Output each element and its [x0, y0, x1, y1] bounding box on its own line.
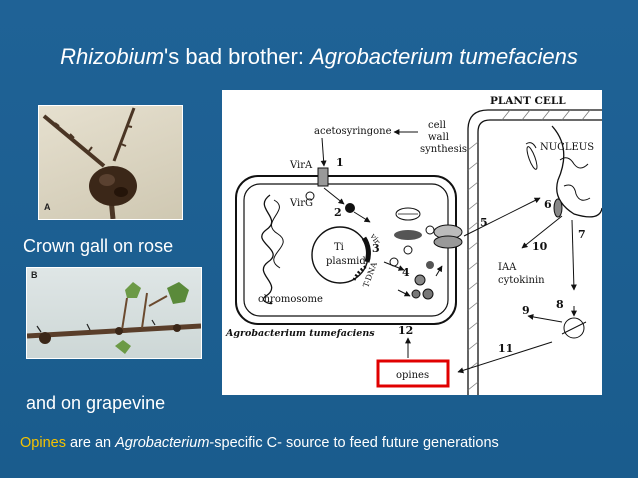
label-cell: cell [428, 120, 446, 131]
label-vira: VirA [289, 160, 313, 171]
label-plant-cell: PLANT CELL [490, 95, 566, 107]
photo-grapevine: B [26, 267, 202, 359]
photo-a-label: A [44, 202, 51, 212]
label-agrobacterium: Agrobacterium tumefaciens [225, 328, 375, 339]
step-3: 3 [372, 242, 380, 255]
rose-gall-illustration [42, 107, 137, 219]
label-synthesis: synthesis [420, 144, 467, 155]
grapevine-illustration [27, 282, 201, 354]
slide-title: Rhizobium's bad brother: Agrobacterium t… [0, 44, 638, 70]
step-7: 7 [578, 228, 586, 241]
step-1: 1 [336, 156, 344, 169]
title-agrobacterium: Agrobacterium tumefaciens [310, 44, 578, 69]
label-opines: opines [396, 370, 429, 381]
photo-b-label: B [31, 270, 38, 280]
label-ti: Ti [334, 242, 344, 253]
footer-are-an: are an [65, 435, 116, 451]
step-8: 8 [556, 298, 564, 311]
footer-rest: -specific C- source to feed future gener… [209, 435, 499, 451]
cell-wall-hatching [467, 109, 591, 391]
step-6: 6 [544, 198, 552, 211]
label-nucleus: NUCLEUS [540, 142, 594, 153]
nucleus-envelope [551, 125, 603, 218]
title-rhizobium: Rhizobium [60, 44, 165, 69]
bacterium-outer [235, 175, 457, 325]
infection-diagram-svg: PLANT CELL acetosyringone cell wall synt… [225, 95, 603, 395]
ti-plasmid [311, 226, 369, 284]
step-10: 10 [532, 240, 548, 253]
title-middle: 's bad brother: [164, 44, 311, 69]
footer-opines: Opines [20, 435, 66, 451]
step-2: 2 [334, 206, 342, 219]
label-acetosyringone: acetosyringone [314, 126, 392, 137]
photo-rose-gall: A [38, 105, 183, 220]
label-plasmid: plasmid [326, 256, 366, 267]
step-12: 12 [398, 324, 413, 337]
step-9: 9 [522, 304, 530, 317]
step-5: 5 [480, 216, 488, 229]
label-chromosome: chromosome [258, 294, 323, 305]
opines-box [376, 359, 450, 388]
agrobacterium-infection-diagram: PLANT CELL acetosyringone cell wall synt… [222, 90, 603, 395]
label-virg: VirG [289, 198, 313, 209]
label-cytokinin: cytokinin [498, 275, 545, 286]
label-iaa: IAA [498, 262, 517, 273]
caption-grapevine: and on grapevine [26, 393, 166, 413]
step-4: 4 [402, 266, 410, 279]
step-11: 11 [498, 342, 513, 355]
footer-text: Opines are an Agrobacterium-specific C- … [20, 435, 499, 451]
label-wall: wall [428, 132, 449, 143]
caption-crown-gall-rose: Crown gall on rose [23, 236, 174, 256]
footer-agrobacterium: Agrobacterium [115, 435, 210, 451]
bacterium-inner [243, 183, 449, 317]
